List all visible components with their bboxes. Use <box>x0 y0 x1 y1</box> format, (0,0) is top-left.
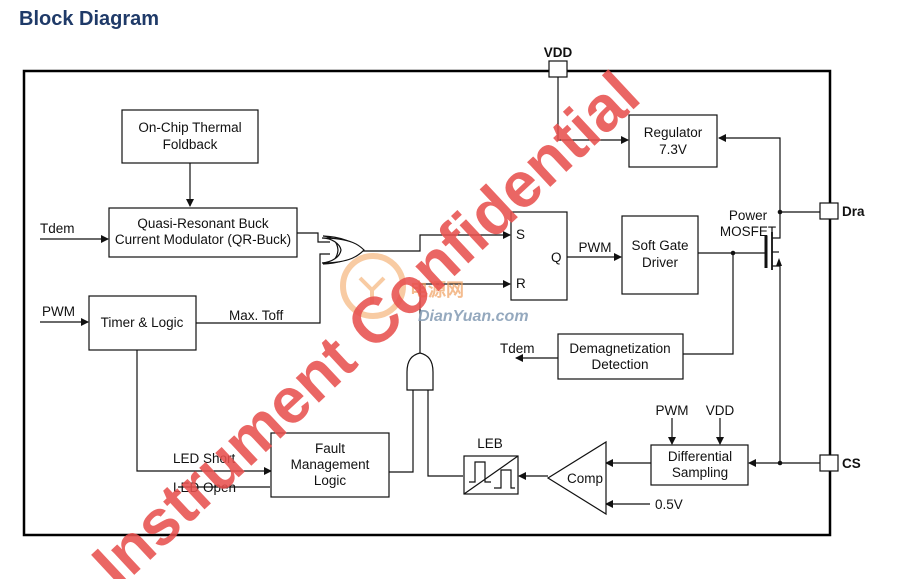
mosfet-label-line1: Power <box>729 208 768 223</box>
fault-label-line1: Fault <box>315 441 345 456</box>
led-short-label: LED Short <box>173 451 236 466</box>
vdd-pin[interactable] <box>548 60 568 78</box>
led-open-label: LED Open <box>173 480 236 495</box>
leb-label: LEB <box>477 436 503 451</box>
and-gate-symbol <box>406 352 434 391</box>
chip-outline <box>22 69 832 537</box>
diff-label-line2: Sampling <box>672 465 728 480</box>
fault-label-line2: Management <box>291 457 370 472</box>
demagnetization-block: Demagnetization Detection <box>557 333 684 380</box>
leb-block: LEB <box>463 436 519 495</box>
tdem-input-label: Tdem <box>40 221 75 236</box>
page-title: Block Diagram <box>19 8 159 30</box>
mosfet-label-line2: MOSFET <box>720 224 776 239</box>
pwm-input-label: PWM <box>42 304 75 319</box>
thermal-foldback-block: On-Chip Thermal Foldback <box>121 109 259 164</box>
cs-pin-label: CS <box>842 456 861 471</box>
differential-sampling-block: Differential Sampling <box>650 444 749 486</box>
soft-gate-label-line2: Driver <box>642 255 679 270</box>
soft-gate-label-line1: Soft Gate <box>631 238 688 253</box>
tdem-output-label: Tdem <box>500 341 535 356</box>
regulator-label-line2: 7.3V <box>659 142 687 157</box>
pwm-diff-label: PWM <box>656 403 689 418</box>
comparator-symbol: Comp <box>546 440 607 516</box>
fault-management-block: Fault Management Logic <box>270 432 390 498</box>
watermark-site: DianYuan.com <box>418 308 529 325</box>
thermal-label-line2: Foldback <box>163 137 218 152</box>
regulator-block: Regulator 7.3V <box>628 114 718 168</box>
cs-pin[interactable] <box>819 454 839 472</box>
diff-label-line1: Differential <box>668 449 732 464</box>
watermark-cn: 电源网 <box>410 279 464 300</box>
qr-buck-block: Quasi-Resonant Buck Current Modulator (Q… <box>108 207 298 258</box>
comp-label: Comp <box>567 471 603 486</box>
soft-gate-driver-block: Soft Gate Driver <box>621 215 699 295</box>
drain-pin-label: Dra <box>842 204 865 219</box>
thermal-label-line1: On-Chip Thermal <box>138 120 241 135</box>
sr-q-pin: Q <box>551 250 562 265</box>
qr-buck-label-line2: Current Modulator (QR-Buck) <box>115 232 291 247</box>
timer-logic-block: Timer & Logic <box>88 295 197 351</box>
wires <box>40 77 820 508</box>
demag-label-line1: Demagnetization <box>569 341 670 356</box>
dianyuan-watermark: 电源网 DianYuan.com <box>340 253 529 325</box>
sr-set-pin: S <box>516 227 525 242</box>
vdd-pin-label: VDD <box>544 45 573 60</box>
regulator-label-line1: Regulator <box>644 125 703 140</box>
sr-latch-block: S R Q <box>510 211 568 301</box>
power-mosfet-symbol: Power MOSFET <box>720 208 782 270</box>
max-toff-label: Max. Toff <box>229 308 284 323</box>
ref-05v-label: 0.5V <box>655 497 683 512</box>
sr-reset-pin: R <box>516 276 526 291</box>
timer-label: Timer & Logic <box>101 315 184 330</box>
or-gate-body <box>321 237 365 264</box>
pwm-output-label: PWM <box>579 240 612 255</box>
fault-label-line3: Logic <box>314 473 347 488</box>
qr-buck-label-line1: Quasi-Resonant Buck <box>137 216 269 231</box>
vdd-diff-label: VDD <box>706 403 735 418</box>
drain-pin[interactable] <box>819 202 839 220</box>
demag-label-line2: Detection <box>591 357 648 372</box>
